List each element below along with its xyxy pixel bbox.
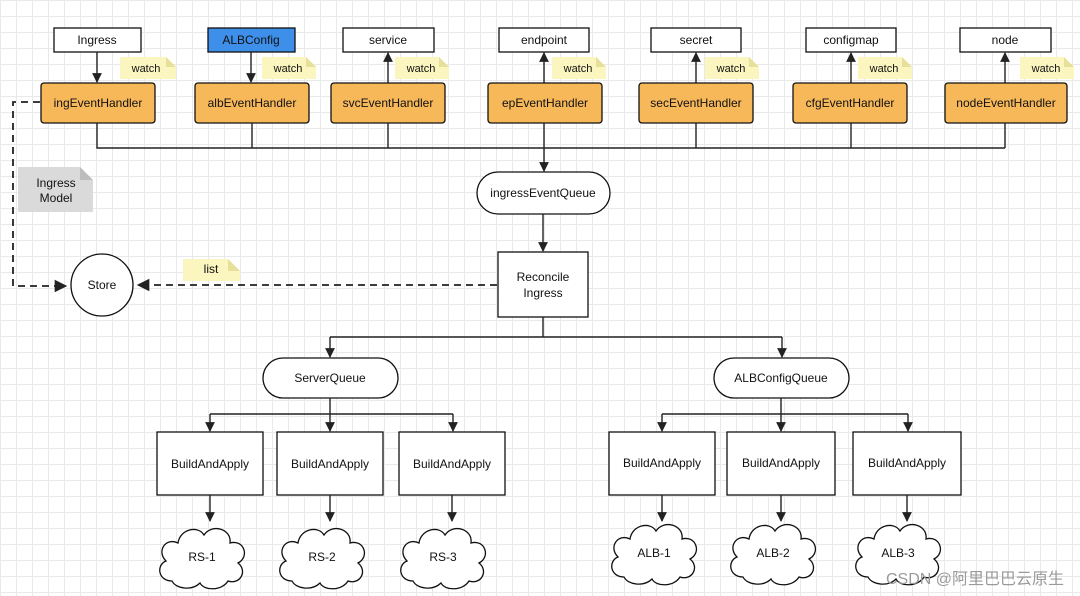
cloud-rs-3-label: RS-3: [429, 550, 457, 564]
resource-albconfig-label: ALBConfig: [222, 33, 279, 47]
cloud-rs-3: RS-3: [400, 527, 487, 590]
watch-note-secret: watch: [705, 57, 759, 79]
resource-secret-label: secret: [680, 33, 713, 47]
handler-cfgeventhandler: [792, 82, 908, 124]
build-apply-label: BuildAndApply: [742, 456, 820, 470]
watch-note-configmap: watch: [858, 57, 912, 79]
reconcile-label-line1: Reconcile: [517, 270, 570, 284]
build-apply-box-rs1: [156, 431, 264, 496]
handler-nodeeventhandler: [944, 82, 1068, 124]
resource-endpoint-box: [498, 27, 590, 53]
cloud-alb-3-label: ALB-3: [881, 546, 915, 560]
handler-epeventhandler: [487, 82, 603, 124]
list-note: list: [183, 259, 240, 281]
resource-node-box: [959, 27, 1052, 53]
handler-albeventhandler-label: albEventHandler: [208, 96, 297, 110]
store-node: [70, 253, 134, 317]
reconcile-label-line2: Ingress: [523, 286, 562, 300]
watch-label: watch: [131, 63, 161, 75]
watch-note-node: watch: [1020, 57, 1074, 79]
handler-nodeeventhandler-label: nodeEventHandler: [956, 96, 1055, 110]
ingress-model-line2: Model: [40, 191, 73, 205]
build-apply-label: BuildAndApply: [413, 457, 491, 471]
ingress-model-note: Ingress Model: [18, 167, 93, 212]
watch-label: watch: [869, 63, 899, 75]
cloud-rs-2-label: RS-2: [308, 550, 336, 564]
handler-epeventhandler-label: epEventHandler: [502, 96, 588, 110]
watch-note-albconfig: watch: [262, 57, 316, 79]
handler-seceventhandler-label: secEventHandler: [650, 96, 741, 110]
cloud-rs-1: RS-1: [159, 527, 246, 590]
watch-label: watch: [1031, 63, 1061, 75]
watch-note-endpoint: watch: [552, 57, 606, 79]
server-queue-label: ServerQueue: [294, 371, 366, 385]
build-apply-box-alb1: [608, 431, 716, 496]
cloud-rs-1-label: RS-1: [188, 550, 216, 564]
server-fanout-connector: [210, 398, 453, 415]
ingress-event-queue-label: ingressEventQueue: [490, 186, 596, 200]
resource-service-box: [342, 27, 435, 53]
alb-fanout-connector: [662, 398, 908, 415]
ingress-model-line1: Ingress: [36, 176, 75, 190]
watch-note-service: watch: [395, 57, 449, 79]
resource-ingress-label: Ingress: [77, 33, 116, 47]
watch-label: watch: [273, 63, 303, 75]
cloud-alb-2: ALB-2: [730, 523, 817, 586]
watch-label: watch: [716, 63, 746, 75]
list-label: list: [204, 262, 219, 276]
build-apply-box-rs3: [398, 431, 506, 496]
alb-config-queue-label: ALBConfigQueue: [734, 371, 828, 385]
handler-cfgeventhandler-label: cfgEventHandler: [806, 96, 895, 110]
resource-node-label: node: [992, 33, 1019, 47]
build-apply-label: BuildAndApply: [291, 457, 369, 471]
build-apply-box-rs2: [276, 431, 384, 496]
reconcile-split-connector: [330, 317, 782, 338]
resource-service-label: service: [369, 33, 407, 47]
cloud-alb-1-label: ALB-1: [637, 546, 671, 560]
resource-endpoint-label: endpoint: [521, 33, 568, 47]
handler-merge-connector: [96, 123, 1006, 149]
watch-note-ingress: watch: [120, 57, 176, 79]
cloud-alb-3: ALB-3: [855, 523, 942, 586]
resource-ingress-box: [53, 27, 142, 53]
build-apply-box-alb3: [852, 431, 962, 496]
store-label: Store: [88, 278, 117, 292]
build-apply-label: BuildAndApply: [171, 457, 249, 471]
build-apply-label: BuildAndApply: [623, 456, 701, 470]
resource-configmap-box: [805, 27, 897, 53]
cloud-alb-2-label: ALB-2: [756, 546, 790, 560]
build-apply-label: BuildAndApply: [868, 456, 946, 470]
handler-ingeventhandler-label: ingEventHandler: [54, 96, 143, 110]
reconcile-ingress-box: [497, 251, 589, 318]
watch-label: watch: [406, 63, 436, 75]
resource-secret-box: [650, 27, 742, 53]
cloud-alb-1: ALB-1: [611, 523, 698, 586]
ingress-model-dashed-arrow: [12, 101, 68, 293]
handler-ingeventhandler: [40, 82, 156, 124]
watch-label: watch: [563, 63, 593, 75]
csdn-watermark: CSDN @阿里巴巴云原生: [886, 570, 1064, 588]
cloud-rs-2: RS-2: [279, 527, 366, 590]
handler-svceventhandler-label: svcEventHandler: [343, 96, 434, 110]
resource-configmap-label: configmap: [823, 33, 879, 47]
